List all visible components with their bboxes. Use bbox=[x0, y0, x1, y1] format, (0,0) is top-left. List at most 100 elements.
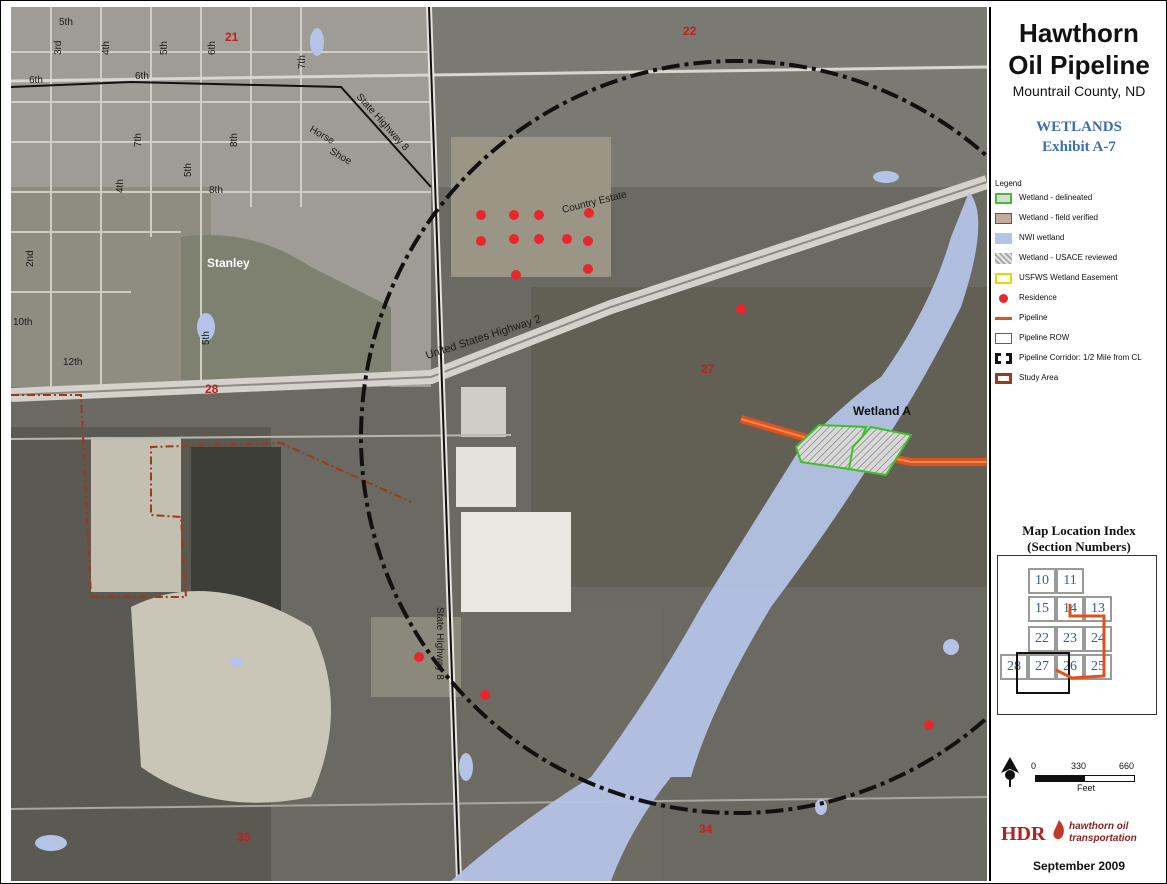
residence-dot[interactable] bbox=[511, 270, 521, 280]
legend-item: Wetland - field verified bbox=[995, 211, 1165, 227]
street-label: 2nd bbox=[25, 250, 36, 267]
scale-unit: Feet bbox=[1077, 783, 1096, 793]
legend-item: Pipeline Corridor: 1/2 Mile from CL bbox=[995, 351, 1165, 367]
nwi-pond-3 bbox=[873, 171, 899, 183]
residence-dot[interactable] bbox=[476, 236, 486, 246]
quarry-area bbox=[131, 591, 331, 803]
farm-lot-west bbox=[91, 437, 181, 592]
residence-dot[interactable] bbox=[414, 652, 424, 662]
street-label: 7th bbox=[297, 55, 308, 69]
residence-dot[interactable] bbox=[583, 236, 593, 246]
wetland-delineated-swatch bbox=[995, 193, 1012, 204]
index-section-23[interactable]: 23 bbox=[1056, 626, 1084, 652]
residence-markers bbox=[414, 208, 934, 730]
hawthorn-logo-line2: transportation bbox=[1069, 833, 1137, 844]
residence-dot[interactable] bbox=[534, 210, 544, 220]
field-nw-plains bbox=[11, 187, 211, 387]
section-label-27: 27 bbox=[701, 362, 715, 376]
section-label-33: 33 bbox=[237, 830, 251, 844]
residence-dot[interactable] bbox=[583, 264, 593, 274]
residence-dot[interactable] bbox=[584, 208, 594, 218]
nwi-wetland-swatch bbox=[995, 233, 1012, 244]
street-label: 4th bbox=[115, 179, 126, 193]
wetland-field-verified-swatch bbox=[995, 213, 1012, 224]
map-info-panel: Hawthorn Oil Pipeline Mountrail County, … bbox=[989, 7, 1166, 881]
flame-icon bbox=[1051, 819, 1067, 841]
index-section-13[interactable]: 13 bbox=[1084, 596, 1112, 622]
index-section-15[interactable]: 15 bbox=[1028, 596, 1056, 622]
nwi-pond-1 bbox=[310, 28, 324, 56]
residence-dot[interactable] bbox=[736, 304, 746, 314]
residence-dot[interactable] bbox=[509, 210, 519, 220]
exhibit-name: WETLANDS bbox=[1036, 119, 1122, 135]
street-label: 3rd bbox=[53, 41, 64, 55]
legend-item: Wetland - USACE reviewed bbox=[995, 251, 1165, 267]
index-section-25[interactable]: 25 bbox=[1084, 654, 1112, 680]
pipeline-row-box bbox=[995, 333, 1012, 344]
street-label: 4th bbox=[101, 41, 112, 55]
residence-dot[interactable] bbox=[480, 690, 490, 700]
residence-dot[interactable] bbox=[476, 210, 486, 220]
scale-tick-0: 0 bbox=[1031, 761, 1037, 771]
legend-item: Study Area bbox=[995, 371, 1165, 387]
nwi-pond-2 bbox=[197, 313, 215, 341]
legend-item: Pipeline bbox=[995, 311, 1165, 327]
scale-tick-330: 330 bbox=[1071, 761, 1087, 771]
wetland-a-polygon-2 bbox=[847, 425, 913, 477]
scale-tick-660: 660 bbox=[1119, 761, 1135, 771]
section-index-map: 10 11 15 14 13 22 23 24 28 27 26 25 bbox=[997, 555, 1157, 715]
residence-dot bbox=[999, 294, 1008, 303]
nwi-pond-6 bbox=[943, 639, 959, 655]
state-highway-8-diag bbox=[11, 80, 432, 188]
index-section-27[interactable]: 27 bbox=[1028, 654, 1056, 680]
map-title-line2: Oil Pipeline bbox=[1008, 50, 1150, 80]
index-current-frame bbox=[1016, 652, 1070, 694]
index-pipeline-route bbox=[1055, 604, 1106, 680]
street-label: 10th bbox=[13, 317, 32, 328]
residence-dot[interactable] bbox=[534, 234, 544, 244]
nwi-pond-4 bbox=[229, 657, 243, 667]
road-label-state-hwy-8-bottom: State Highway 8 bbox=[434, 607, 445, 680]
section-label-22: 22 bbox=[683, 24, 697, 38]
street-label: 7th bbox=[133, 133, 144, 147]
nwi-pond-8 bbox=[35, 835, 67, 851]
index-title-line1: Map Location Index bbox=[1022, 523, 1136, 538]
pipeline-corridor-symbol bbox=[995, 353, 1012, 364]
index-section-10[interactable]: 10 bbox=[1028, 568, 1056, 594]
street-label: 5th bbox=[183, 163, 194, 177]
legend-item: NWI wetland bbox=[995, 231, 1165, 247]
map-location: Mountrail County, ND bbox=[1012, 83, 1146, 99]
road-section-line bbox=[11, 434, 512, 440]
street-label: 6th bbox=[29, 75, 43, 86]
legend-item: Residence bbox=[995, 291, 1165, 307]
street-label: 6th bbox=[207, 41, 218, 55]
nwi-wetland-main bbox=[591, 192, 979, 777]
town-label: Stanley bbox=[207, 256, 250, 270]
wetland-usace-swatch bbox=[995, 253, 1012, 264]
usfws-easement-swatch bbox=[995, 273, 1012, 284]
north-arrow-icon bbox=[1001, 757, 1019, 787]
scale-bar bbox=[1035, 775, 1135, 782]
index-section-11[interactable]: 11 bbox=[1056, 568, 1084, 594]
us-highway-2-center bbox=[11, 181, 987, 396]
legend-item: Pipeline ROW bbox=[995, 331, 1165, 347]
index-section-24[interactable]: 24 bbox=[1084, 626, 1112, 652]
exhibit-number: Exhibit A-7 bbox=[1042, 139, 1116, 155]
street-label: 8th bbox=[209, 185, 223, 196]
street-label: 6th bbox=[135, 71, 149, 82]
pipeline-corridor-circle bbox=[359, 59, 987, 815]
map-title-line1: Hawthorn bbox=[1019, 18, 1139, 48]
residence-dot[interactable] bbox=[509, 234, 519, 244]
nwi-pond-5 bbox=[459, 753, 473, 781]
residence-dot[interactable] bbox=[924, 720, 934, 730]
map-date: September 2009 bbox=[1032, 859, 1126, 873]
hawthorn-logo-line1: hawthorn oil bbox=[1069, 821, 1129, 832]
street-label: 8th bbox=[229, 133, 240, 147]
aerial-map[interactable]: 21 22 27 28 33 34 Stanley 5th 3rd 4th 5t… bbox=[11, 7, 987, 881]
wetland-a-label: Wetland A bbox=[853, 404, 911, 418]
study-area-symbol bbox=[995, 373, 1012, 384]
state-highway-8-line bbox=[428, 7, 460, 881]
index-section-22[interactable]: 22 bbox=[1028, 626, 1056, 652]
legend-item: Wetland - delineated bbox=[995, 191, 1165, 207]
residence-dot[interactable] bbox=[562, 234, 572, 244]
